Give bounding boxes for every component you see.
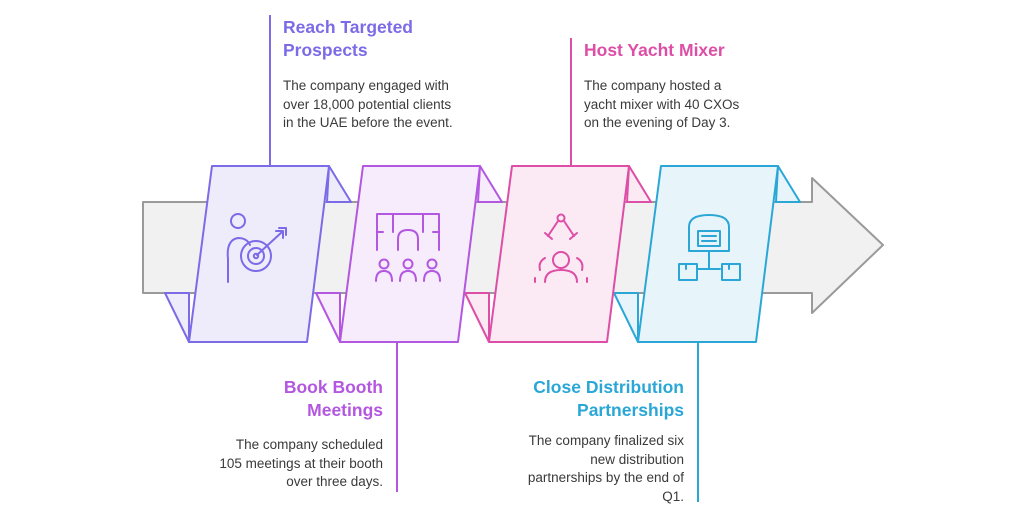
- step-4-desc-line-1: The company finalized six: [528, 433, 684, 448]
- step-3-desc-line-1: The company hosted a: [584, 78, 722, 93]
- networking-person-icon: [534, 213, 588, 283]
- step-3-desc-line-2: yacht mixer with 40 CXOs: [584, 96, 740, 112]
- step-3-description: The company hosted a yacht mixer with 40…: [584, 77, 739, 133]
- step-panel-3: [464, 165, 652, 343]
- meeting-group-icon: [375, 213, 441, 282]
- step-1-title: Reach Targeted Prospects: [283, 16, 413, 62]
- step-2-desc-line-2: 105 meetings at their booth: [219, 455, 383, 471]
- step-4-description: The company finalized six new distributi…: [528, 432, 684, 506]
- step-2-title-line-1: Book Booth: [283, 377, 383, 397]
- step-4-title-line-1: Close Distribution: [533, 377, 684, 397]
- step-3-title: Host Yacht Mixer: [584, 39, 725, 62]
- step-4-title-line-2: Partnerships: [577, 400, 684, 420]
- step-2-desc-line-1: The company scheduled: [235, 437, 383, 452]
- step-1-desc-line-1: The company engaged with: [283, 78, 449, 93]
- target-person-icon: [226, 213, 287, 283]
- step-2-description: The company scheduled 105 meetings at th…: [219, 436, 383, 492]
- step-2-desc-line-3: over three days.: [286, 474, 383, 489]
- warehouse-distribution-icon: [678, 214, 741, 281]
- step-1-title-line-1: Reach Targeted: [283, 17, 413, 37]
- step-4-desc-line-4: Q1.: [662, 488, 684, 504]
- step-2-title: Book Booth Meetings: [284, 376, 383, 422]
- step-1-description: The company engaged with over 18,000 pot…: [283, 77, 453, 133]
- step-4-desc-line-2: new distribution: [590, 451, 684, 467]
- step-4-title: Close Distribution Partnerships: [533, 376, 684, 422]
- step-panel-2: [315, 165, 503, 343]
- step-2-title-line-2: Meetings: [307, 400, 383, 420]
- step-1-desc-line-3: in the UAE before the event.: [283, 115, 453, 130]
- step-1-desc-line-2: over 18,000 potential clients: [283, 96, 452, 112]
- step-4-desc-line-3: partnerships by the end of: [527, 470, 684, 485]
- step-1-title-line-2: Prospects: [283, 40, 368, 60]
- step-3-title-line-1: Host Yacht Mixer: [584, 40, 725, 60]
- step-3-desc-line-3: on the evening of Day 3.: [584, 115, 731, 130]
